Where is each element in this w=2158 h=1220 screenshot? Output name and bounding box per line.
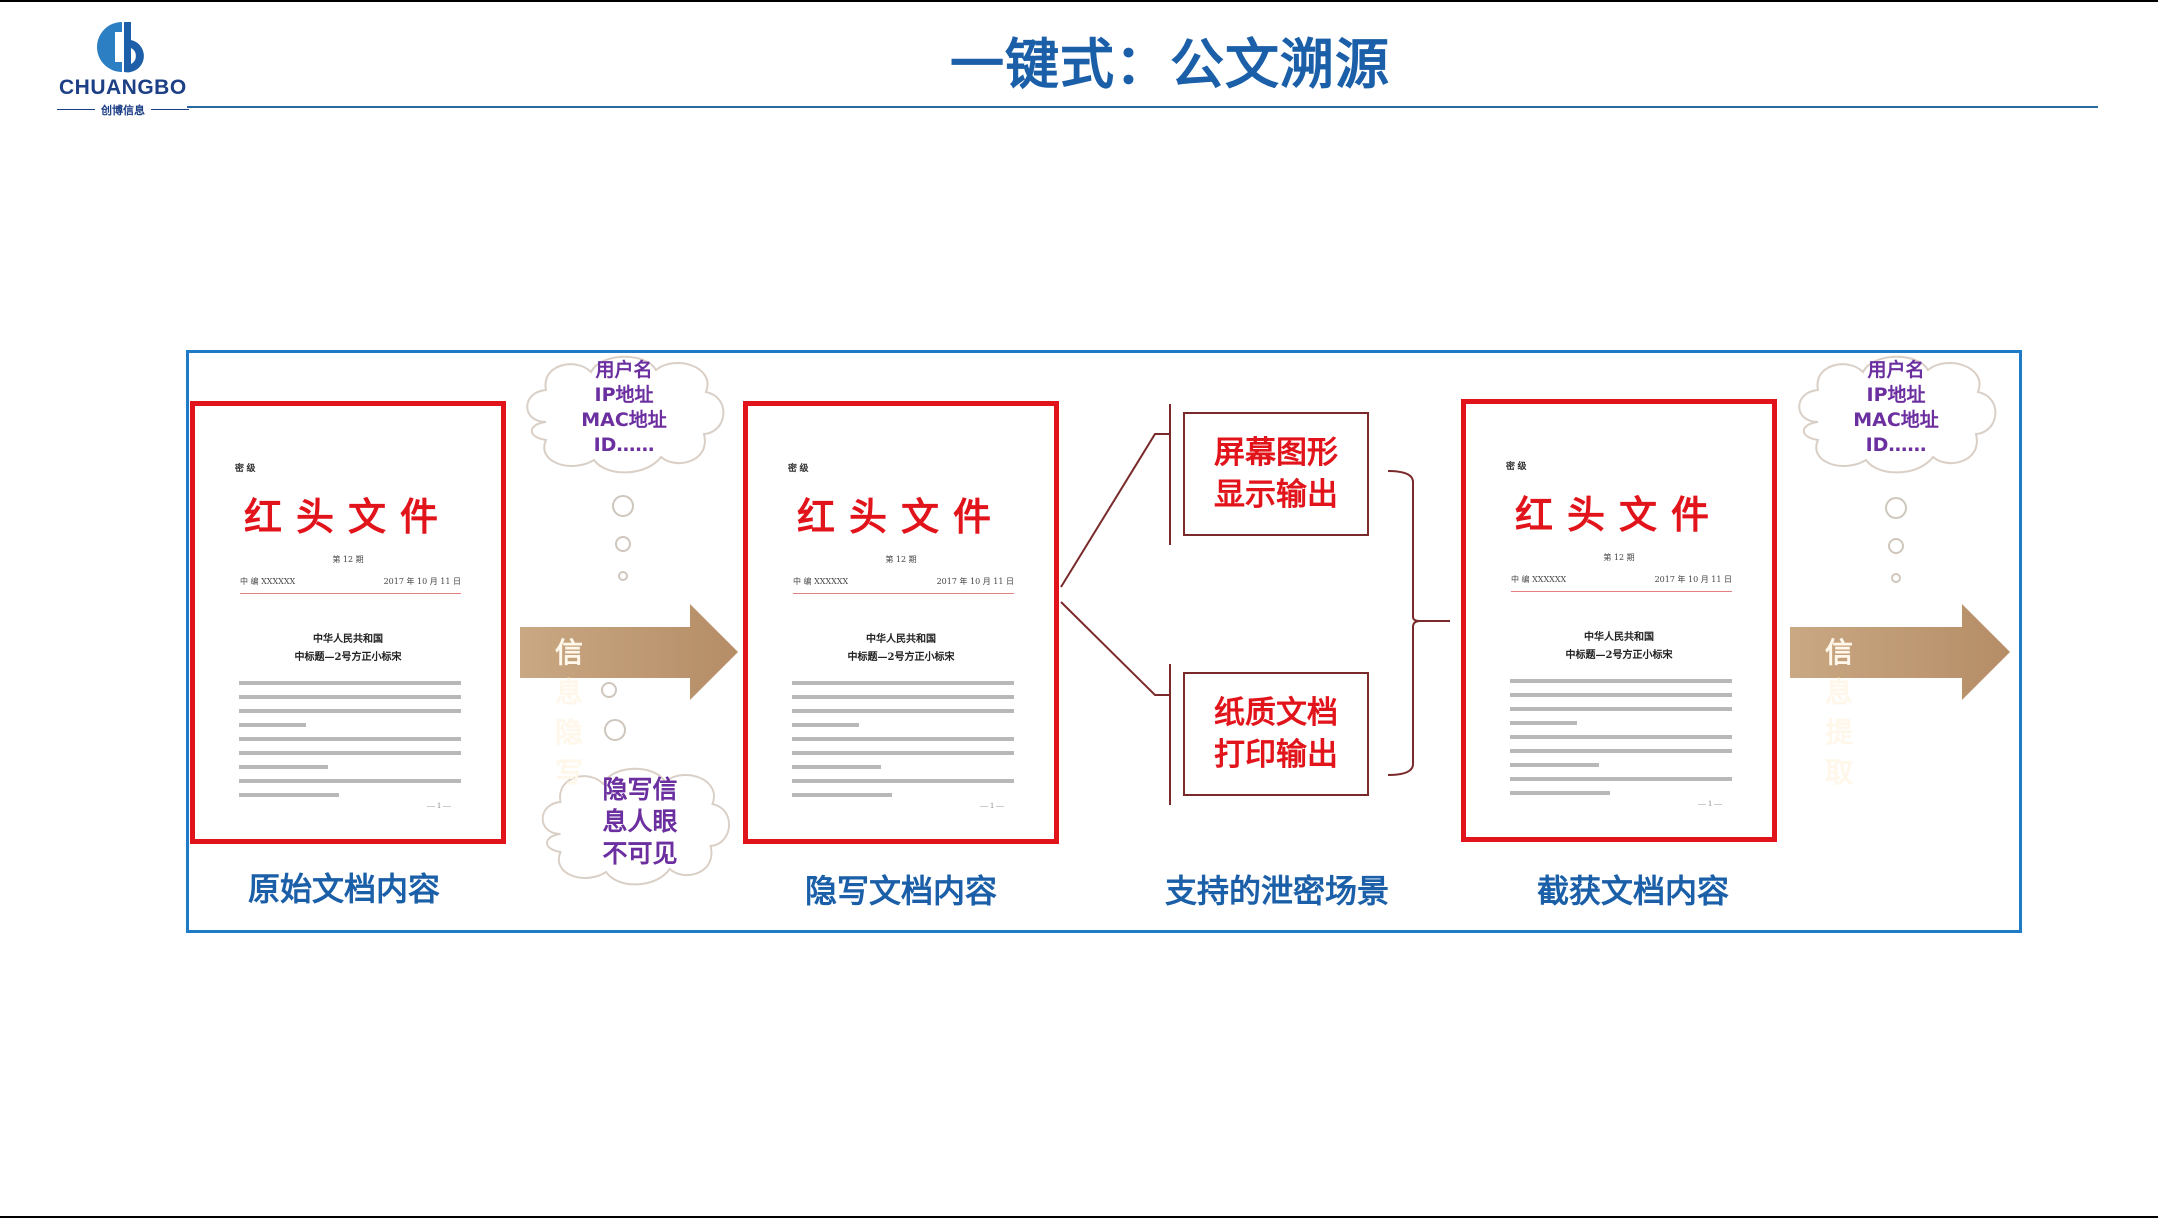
doc-heading: 中华人民共和国中标题—2号方正小标宋 xyxy=(195,631,501,667)
doc-issuer: 中 编 XXXXXX xyxy=(793,577,849,586)
logo-brand-cn: 创博信息 xyxy=(55,102,191,118)
captured-document: 密 级 红头文件 第 12 期 中 编 XXXXXX 2017 年 10 月 11… xyxy=(1461,399,1777,842)
caption-scenarios: 支持的泄密场景 xyxy=(1164,872,1389,910)
original-document: 密 级 红头文件 第 12 期 中 编 XXXXXX 2017 年 10 月 11… xyxy=(190,401,506,844)
doc-heading1: 中华人民共和国 xyxy=(313,634,383,645)
cloud-line-ip: IP地址 xyxy=(1866,384,1926,406)
doc-heading2: 中标题—2号方正小标宋 xyxy=(294,652,402,663)
doc-secret: 密 级 xyxy=(1506,461,1527,471)
scenario-screen-line1: 屏幕图形 xyxy=(1214,435,1338,471)
invisible-cloud-text: 隐写信 息人眼 不可见 xyxy=(532,764,748,889)
extract-arrow-label: 信息提取 xyxy=(1825,636,1855,789)
doc-date: 2017 年 10 月 11 日 xyxy=(936,577,1014,586)
doc-page: — 1 — xyxy=(427,801,451,810)
doc-heading1: 中华人民共和国 xyxy=(866,634,936,645)
doc-issue: 第 12 期 xyxy=(885,555,917,564)
doc-body xyxy=(792,681,1014,807)
company-logo: CHUANGBO 创博信息 xyxy=(55,18,195,118)
doc-heading1: 中华人民共和国 xyxy=(1584,632,1654,643)
doc-red-header: 红头文件 xyxy=(796,494,1005,539)
doc-date: 2017 年 10 月 11 日 xyxy=(383,577,461,586)
thought-bubbles xyxy=(601,495,1907,741)
info-cloud-text: 用户名 IP地址 MAC地址 ID…… xyxy=(516,352,732,477)
doc-secret: 密 级 xyxy=(235,463,256,473)
doc-page: — 1 — xyxy=(980,801,1004,810)
title-divider xyxy=(187,106,2098,108)
doc-meta: 中 编 XXXXXX 2017 年 10 月 11 日 xyxy=(240,576,461,594)
doc-heading: 中华人民共和国中标题—2号方正小标宋 xyxy=(1466,629,1772,665)
doc-meta: 中 编 XXXXXX 2017 年 10 月 11 日 xyxy=(793,576,1014,594)
cloud-info-lines: 用户名 IP地址 MAC地址 ID…… xyxy=(516,358,732,458)
cloud-line-3: 不可见 xyxy=(602,839,678,868)
cloud-info-lines: 用户名 IP地址 MAC地址 ID…… xyxy=(1788,358,2004,458)
cloud-line-ip: IP地址 xyxy=(594,384,654,406)
doc-heading2: 中标题—2号方正小标宋 xyxy=(847,652,955,663)
logo-icon xyxy=(97,22,144,73)
cloud-line-username: 用户名 xyxy=(1867,359,1925,381)
scenario-screen-output: 屏幕图形显示输出 xyxy=(1183,412,1369,536)
doc-secret: 密 级 xyxy=(788,463,809,473)
scenario-connectors xyxy=(1060,404,1450,805)
page-title: 一键式：公文溯源 xyxy=(950,33,1390,96)
cloud-line-id: ID…… xyxy=(1865,434,1927,456)
cloud-line-1: 隐写信 xyxy=(602,775,678,804)
doc-body xyxy=(239,681,461,807)
embed-arrow-label: 信息隐写 xyxy=(555,636,585,789)
cloud-invisible-lines: 隐写信 息人眼 不可见 xyxy=(532,774,748,870)
scenario-paper-line2: 打印输出 xyxy=(1214,737,1338,773)
doc-issuer: 中 编 XXXXXX xyxy=(240,577,296,586)
cloud-line-id: ID…… xyxy=(593,434,655,456)
logo-brand: CHUANGBO xyxy=(59,76,187,99)
doc-heading: 中华人民共和国中标题—2号方正小标宋 xyxy=(748,631,1054,667)
doc-date: 2017 年 10 月 11 日 xyxy=(1654,575,1732,584)
diagram-frame xyxy=(186,350,2022,933)
stego-document: 密 级 红头文件 第 12 期 中 编 XXXXXX 2017 年 10 月 11… xyxy=(743,401,1059,844)
doc-issue: 第 12 期 xyxy=(332,555,364,564)
extract-arrow-shape xyxy=(1790,604,2010,700)
cloud-line-mac: MAC地址 xyxy=(1853,409,1939,431)
doc-page: — 1 — xyxy=(1698,799,1722,808)
doc-meta: 中 编 XXXXXX 2017 年 10 月 11 日 xyxy=(1511,574,1732,592)
info-cloud-text-right: 用户名 IP地址 MAC地址 ID…… xyxy=(1788,352,2004,477)
doc-heading2: 中标题—2号方正小标宋 xyxy=(1565,650,1673,661)
doc-red-header: 红头文件 xyxy=(243,494,452,539)
doc-issuer: 中 编 XXXXXX xyxy=(1511,575,1567,584)
cloud-line-username: 用户名 xyxy=(595,359,653,381)
scenario-paper-output: 纸质文档打印输出 xyxy=(1183,672,1369,796)
cloud-line-2: 息人眼 xyxy=(602,807,678,836)
scenario-paper-line1: 纸质文档 xyxy=(1214,695,1338,731)
caption-captured: 截获文档内容 xyxy=(1536,872,1729,910)
caption-stego: 隐写文档内容 xyxy=(804,872,997,910)
caption-original: 原始文档内容 xyxy=(247,870,440,908)
doc-issue: 第 12 期 xyxy=(1603,553,1635,562)
doc-red-header: 红头文件 xyxy=(1514,492,1723,537)
embed-arrow-shape xyxy=(520,604,738,700)
scenario-screen-line2: 显示输出 xyxy=(1214,477,1338,513)
cloud-line-mac: MAC地址 xyxy=(581,409,667,431)
doc-body xyxy=(1510,679,1732,805)
